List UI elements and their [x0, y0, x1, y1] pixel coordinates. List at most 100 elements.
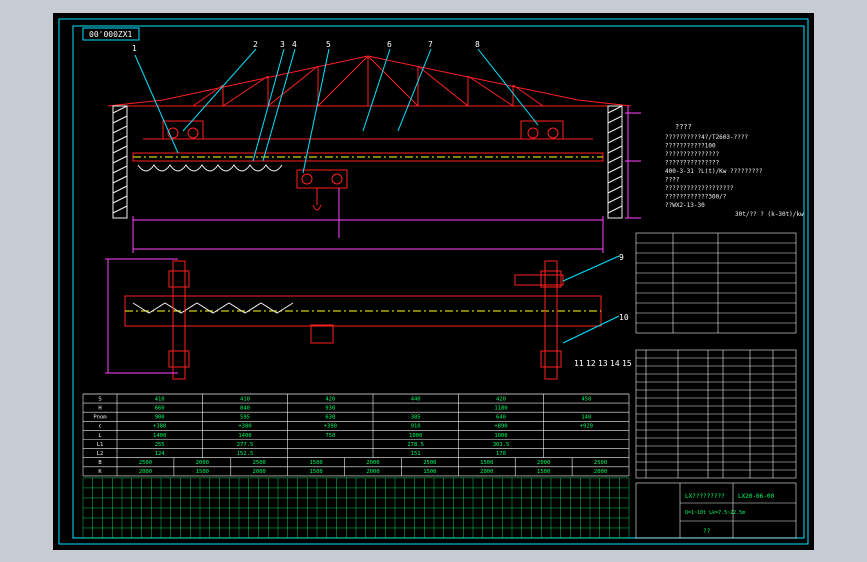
title-block-sub: Q=1~10t Lk=7.5~22.5m: [685, 510, 745, 516]
param-cell: 2500: [139, 460, 152, 466]
inner-border: [72, 25, 805, 539]
balloon-11: 11: [574, 359, 584, 368]
param-cell: 2000: [366, 460, 379, 466]
param-row-label: H: [98, 405, 101, 411]
param-cell: 930: [325, 405, 335, 411]
param-row-label: Pnom: [93, 415, 107, 421]
balloon-1: 1: [132, 44, 137, 53]
param-cell: 1500: [480, 460, 493, 466]
param-cell: 440: [411, 396, 421, 402]
param-cell: 1500: [423, 469, 436, 475]
notes-title: ????: [675, 123, 692, 131]
param-cell: +390: [324, 424, 337, 430]
param-row-label: L2: [97, 451, 104, 457]
plan-view: [124, 260, 602, 380]
crane-girder: [132, 120, 604, 162]
param-cell: 2000: [480, 469, 493, 475]
balloon-5: 5: [326, 40, 331, 49]
hoist: [296, 169, 348, 238]
note-line: ???????????????: [665, 160, 720, 167]
param-cell: +380: [238, 424, 251, 430]
balloon-leaders: [134, 48, 620, 344]
balloon-7: 7: [428, 40, 433, 49]
param-cell: 450: [581, 396, 591, 402]
technical-notes: ??????????4?/T2603-???? ???????????100???…: [665, 134, 763, 209]
param-cell: 750: [325, 433, 335, 439]
note-line: ???????????100: [665, 143, 716, 150]
param-cell: 640: [496, 415, 506, 421]
note-line: ???????????????????: [665, 185, 734, 192]
param-cell: 1000: [409, 433, 422, 439]
param-cell: 910: [411, 424, 421, 430]
param-cell: 385: [411, 415, 421, 421]
param-cell: 2000: [196, 460, 209, 466]
spec-caption: 30t/?? ? (k-30t)/kw: [735, 211, 804, 218]
param-cell: 660: [155, 405, 165, 411]
balloon-13: 13: [598, 359, 608, 368]
param-cell: 2000: [253, 469, 266, 475]
param-row-label: L1: [97, 442, 104, 448]
parts-list: [635, 349, 797, 479]
building-walls: [112, 105, 623, 219]
param-cell: 2000: [139, 469, 152, 475]
balloon-10: 10: [619, 313, 629, 322]
param-row-label: K: [98, 469, 102, 475]
param-cell: +890: [494, 424, 507, 430]
param-cell: 2000: [537, 460, 550, 466]
param-cell: 1500: [196, 469, 209, 475]
param-cell: +380: [153, 424, 166, 430]
code-box: [82, 27, 140, 41]
title-block-frame: [635, 482, 797, 539]
param-cell: 840: [240, 405, 250, 411]
param-cell: 2500: [253, 460, 266, 466]
balloon-12: 12: [586, 359, 596, 368]
note-line: ??WX2-13-30: [665, 202, 705, 209]
param-row-label: L: [98, 433, 102, 439]
param-cell: 170: [496, 451, 506, 457]
param-cell: 410: [240, 396, 250, 402]
param-cell: 2000: [366, 469, 379, 475]
param-cell: 301.5: [493, 442, 510, 448]
param-cell: 420: [325, 396, 335, 402]
param-cell: 124: [155, 451, 166, 457]
param-row-label: S: [98, 396, 101, 402]
balloon-numbers: 1 2 3 4 5 6 7 8 9 10 11 12 13 14 15: [132, 40, 632, 368]
cad-viewport[interactable]: 00'000ZX1: [53, 13, 814, 550]
param-cell: 2500: [594, 460, 607, 466]
balloon-6: 6: [387, 40, 392, 49]
param-cell: 2000: [594, 469, 607, 475]
balloon-15: 15: [622, 359, 632, 368]
festoon-cable: [137, 164, 283, 172]
balloon-9: 9: [619, 253, 624, 262]
param-cell: 1180: [494, 405, 507, 411]
param-cell: 420: [496, 396, 506, 402]
param-cell: +920: [580, 424, 593, 430]
param-cell: 1400: [238, 433, 251, 439]
plan-dimensions: [105, 258, 178, 374]
param-cell: 630: [325, 415, 335, 421]
param-row-label: c: [98, 424, 101, 430]
title-block-bottom: ??: [703, 528, 711, 535]
mirrored-code: 00'000ZX1: [89, 30, 133, 39]
note-line: 400-3-31 ?L(t)/Kw ?????????: [665, 168, 763, 175]
param-cell: 140: [581, 415, 591, 421]
param-cell: 1500: [309, 460, 322, 466]
spec-table: [635, 232, 797, 334]
param-cell: 900: [155, 415, 165, 421]
param-cell: 278.5: [407, 442, 424, 448]
param-cell: 595: [240, 415, 250, 421]
outer-border: [58, 18, 809, 545]
param-cell: 255: [155, 442, 165, 448]
balloon-4: 4: [292, 40, 297, 49]
param-cell: 277.5: [237, 442, 254, 448]
param-cell: 1500: [309, 469, 322, 475]
param-cell: 2500: [423, 460, 436, 466]
param-cell: 1000: [494, 433, 507, 439]
elevation-dimensions: [132, 106, 641, 253]
balloon-3: 3: [280, 40, 285, 49]
note-line: ??????????4?/T2603-????: [665, 134, 748, 141]
balloon-14: 14: [610, 359, 620, 368]
param-cell: 151: [411, 451, 421, 457]
note-line: ????????????300/?: [665, 194, 727, 201]
